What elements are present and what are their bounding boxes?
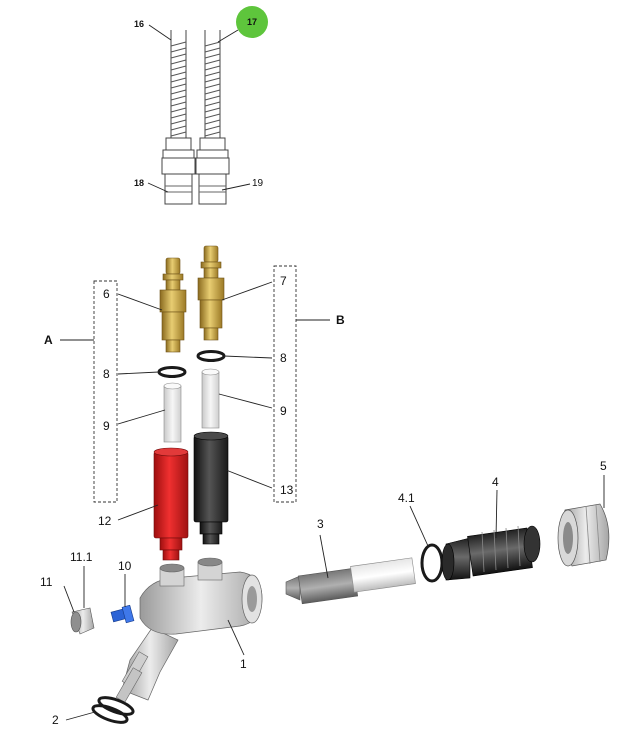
group-b-box [273,265,297,503]
o-ring-2b [91,704,129,724]
black-sleeve-13 [193,431,229,545]
hose-spiral-wrap [204,77,221,83]
hose-spiral-wrap [170,113,187,119]
hose-spiral-wrap [204,107,221,113]
hose-spiral-wrap [170,89,187,95]
label-17: 17 [247,17,257,27]
hose-spiral-wrap [170,119,187,125]
label-11: 11 [40,575,53,589]
label-4-1: 4.1 [398,491,415,505]
label-9-right: 9 [280,404,287,418]
label-1: 1 [240,657,247,671]
hose-spiral-wrap [170,71,187,77]
hose-16 [161,30,196,205]
label-13: 13 [280,483,294,497]
hose-spiral-wrap [204,53,221,59]
grey-nut-5 [557,503,610,567]
white-insert-9-left [163,382,182,443]
callout-18: 18 [134,178,169,193]
o-ring-4-1 [420,543,444,583]
hose-spiral-wrap [204,101,221,107]
o-ring-2a [97,696,135,716]
label-18: 18 [134,178,144,188]
label-2: 2 [52,713,59,727]
hose-17 [195,30,230,205]
label-10: 10 [118,559,132,573]
hose-spiral-wrap [204,47,221,53]
group-label-a: A [44,333,53,347]
hose-spiral-wrap [204,83,221,89]
brass-coupling-6 [159,257,187,353]
hose-spiral-wrap [204,59,221,65]
label-12: 12 [98,514,112,528]
hose-spiral-wrap [170,41,187,47]
hose-spiral-wrap [170,47,187,53]
red-sleeve-12 [153,447,189,561]
hose-spiral-wrap [170,95,187,101]
label-6: 6 [103,287,110,301]
hose-spiral-wrap [170,83,187,89]
hose-spiral-wrap [204,119,221,125]
hose-spiral-wrap [170,59,187,65]
hose-spiral-wrap [204,65,221,71]
o-ring-8-right [196,350,226,362]
blue-plug-10 [110,604,135,624]
group-a-box [93,280,118,503]
nozzle-tube-3 [285,557,416,605]
white-insert-9-right [201,368,220,429]
brass-coupling-7 [197,245,225,341]
label-8-left: 8 [103,367,110,381]
highlight-circle-17[interactable] [236,6,268,38]
hose-spiral-wrap [170,125,187,131]
hose-spiral-wrap [170,101,187,107]
hose-spiral-wrap [170,77,187,83]
hose-spiral-wrap [204,89,221,95]
hose-spiral-wrap [170,131,187,137]
hose-spiral-wrap [204,113,221,119]
hose-spiral-wrap [170,53,187,59]
callout-19: 19 [221,178,264,191]
hose-spiral-wrap [204,71,221,77]
group-label-b: B [336,313,345,327]
spray-body-1 [115,557,263,703]
hose-spiral-wrap [170,107,187,113]
label-5: 5 [600,459,607,473]
black-sleeve-4 [441,525,541,581]
label-11-1: 11.1 [70,550,93,564]
label-7: 7 [280,274,287,288]
cap-11 [70,607,95,635]
label-8-right: 8 [280,351,287,365]
label-9-left: 9 [103,419,110,433]
hose-spiral-wrap [170,65,187,71]
hose-spiral-wrap [204,125,221,131]
callout-16: 16 [134,19,172,41]
label-3: 3 [317,517,324,531]
hose-spiral-wrap [204,41,221,47]
hose-spiral-wrap [204,95,221,101]
label-16: 16 [134,19,144,29]
callout-17[interactable]: 17 [217,6,268,43]
hose-spiral-wrap [204,131,221,137]
o-ring-8-left [157,366,187,378]
label-19: 19 [252,178,264,189]
label-4: 4 [492,475,499,489]
